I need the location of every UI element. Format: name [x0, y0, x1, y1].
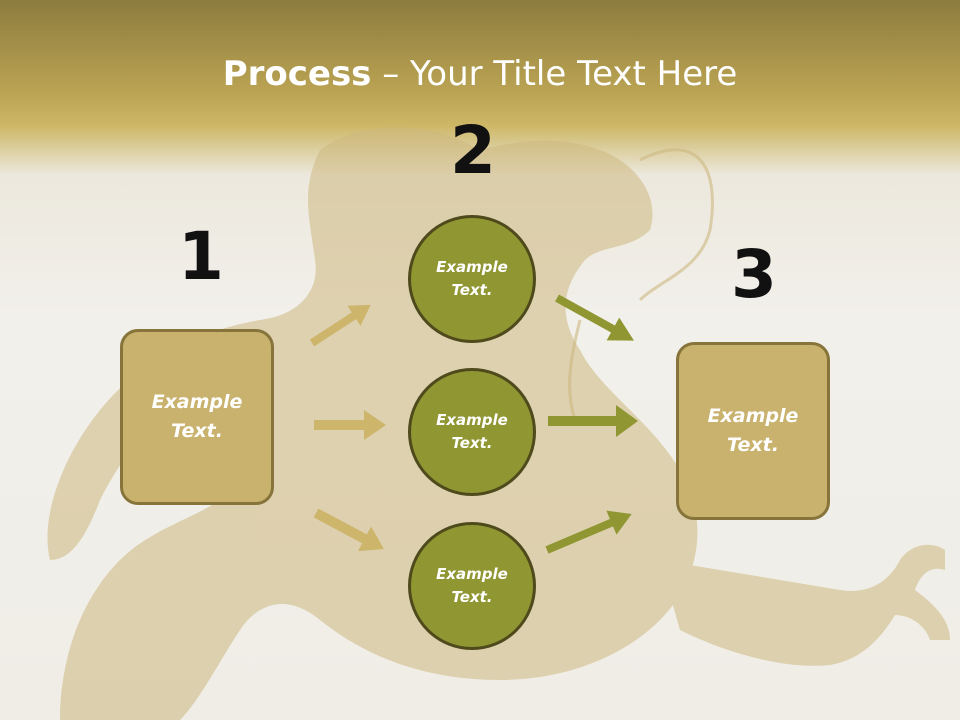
slide-title: Process – Your Title Text Here — [0, 52, 960, 96]
title-bold: Process — [222, 54, 372, 94]
arrow-up-right-right — [545, 510, 632, 554]
arrow-right-left — [314, 410, 386, 440]
step-2-circle-middle: Example Text. — [408, 368, 536, 496]
step-number-2: 2 — [450, 112, 496, 189]
left-arrows — [309, 304, 386, 552]
circle-top-text: Example Text. — [436, 258, 508, 299]
circle-middle-text: Example Text. — [436, 411, 508, 452]
arrow-down-right-right — [555, 294, 634, 341]
step-3-box: Example Text. — [676, 342, 830, 520]
right-arrows — [545, 294, 638, 554]
circle-bottom-text: Example Text. — [436, 565, 508, 606]
step-number-3: 3 — [731, 236, 777, 313]
step-1-text: Example Text. — [151, 391, 243, 442]
arrow-right-right — [548, 405, 638, 437]
step-3-text: Example Text. — [707, 405, 799, 456]
step-1-box: Example Text. — [120, 329, 274, 505]
step-2-circle-bottom: Example Text. — [408, 522, 536, 650]
title-rest: – Your Title Text Here — [371, 54, 738, 94]
arrow-up-right-left — [309, 304, 371, 347]
arrow-down-right-left — [313, 508, 384, 552]
step-2-circle-top: Example Text. — [408, 215, 536, 343]
step-number-1: 1 — [178, 218, 224, 295]
